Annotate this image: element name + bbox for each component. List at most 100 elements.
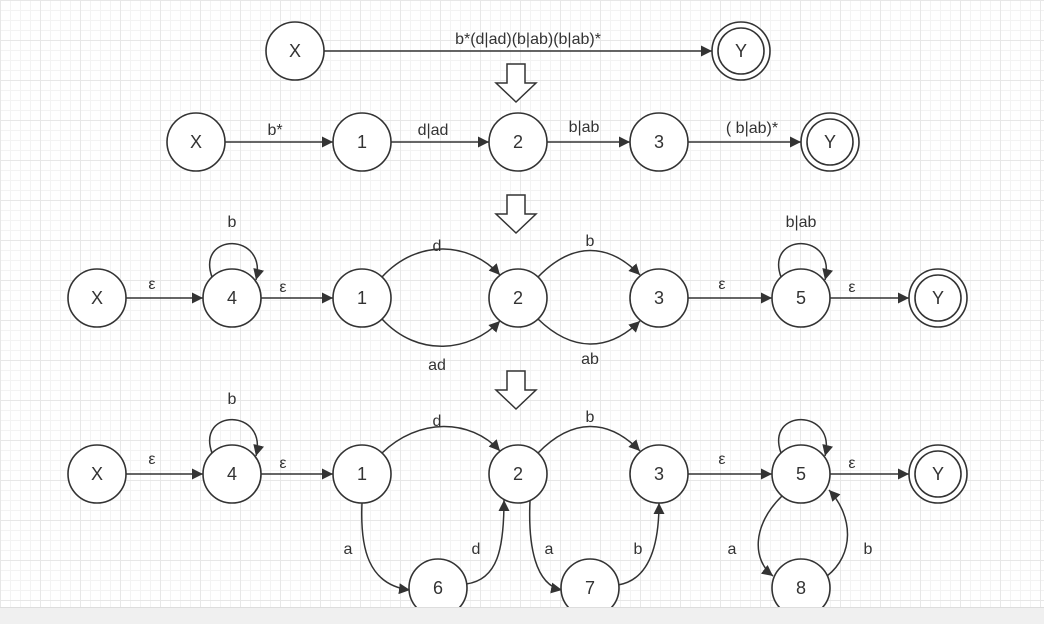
edge-label: ε (848, 279, 855, 296)
state-label: X (190, 132, 202, 152)
transition-edge (381, 425, 501, 454)
state-label: Y (735, 41, 747, 61)
edge-label: d (433, 413, 442, 430)
edge-label: ( b|ab)* (726, 120, 778, 137)
state-circle (166, 112, 226, 172)
edge-label: ε (148, 276, 155, 293)
state-circle (908, 268, 968, 328)
accepting-state-node: Y (908, 444, 968, 504)
state-node: 6 (408, 558, 468, 607)
edge-label: b (586, 409, 595, 426)
edge-label: d|ad (418, 122, 449, 139)
edge-label: ε (718, 451, 725, 468)
state-node: 5 (771, 444, 831, 504)
state-circle (202, 444, 262, 504)
state-node: 2 (488, 268, 548, 328)
state-label: Y (932, 288, 944, 308)
bottom-scrollbar[interactable] (0, 607, 1044, 624)
edge-label: ε (148, 451, 155, 468)
diagram-canvas: b*(d|ad)(b|ab)(b|ab)* b* d|ad b|ab ( b|ab)* ε… (67, 21, 968, 607)
state-label: 5 (796, 464, 806, 484)
edge-label: b|ab (786, 214, 817, 231)
state-circle (771, 268, 831, 328)
state-label: 7 (585, 578, 595, 598)
accepting-ring (914, 450, 962, 498)
state-node: 1 (332, 268, 392, 328)
state-node: X (166, 112, 226, 172)
state-circle (771, 444, 831, 504)
transition-edge (537, 425, 641, 454)
state-label: 3 (654, 288, 664, 308)
state-label: 2 (513, 464, 523, 484)
self-loop-edge (778, 418, 833, 457)
state-node: 2 (488, 444, 548, 504)
state-circle (332, 268, 392, 328)
edge-label: ε (279, 455, 286, 472)
state-label: 4 (227, 464, 237, 484)
edge-label: a (728, 541, 737, 558)
edge-label: b (228, 214, 237, 231)
state-circle (67, 444, 127, 504)
state-label: Y (824, 132, 836, 152)
state-label: 8 (796, 578, 806, 598)
state-node: 1 (332, 444, 392, 504)
state-circle (629, 112, 689, 172)
accepting-ring (806, 118, 854, 166)
edge-label: ε (848, 455, 855, 472)
edges-layer: b*(d|ad)(b|ab)(b|ab)* b* d|ad b|ab ( b|ab)* ε… (126, 31, 909, 595)
state-circle (332, 112, 392, 172)
state-circle (488, 112, 548, 172)
state-circle (488, 268, 548, 328)
state-circle (67, 268, 127, 328)
state-circle (488, 444, 548, 504)
state-circle (711, 21, 771, 81)
edge-label: ε (718, 276, 725, 293)
state-node: 3 (629, 268, 689, 328)
edge-label: ε (279, 279, 286, 296)
state-node: 5 (771, 268, 831, 328)
self-loop-edge (209, 242, 264, 281)
state-node: 4 (202, 268, 262, 328)
accepting-state-node: Y (800, 112, 860, 172)
state-label: 2 (513, 132, 523, 152)
transition-edge (757, 495, 783, 577)
transition-edge (537, 318, 641, 345)
accepting-ring (717, 27, 765, 75)
self-loop-edge (209, 418, 264, 457)
state-label: X (91, 464, 103, 484)
transition-edge (381, 318, 501, 347)
step-down-arrow-icon (494, 194, 538, 235)
edge-label: ab (581, 351, 599, 368)
edge-label: d (433, 238, 442, 255)
transition-edge (826, 489, 849, 577)
edge-label: b (864, 541, 873, 558)
state-label: 1 (357, 132, 367, 152)
state-circle (332, 444, 392, 504)
edge-label: b (586, 233, 595, 250)
state-node: 4 (202, 444, 262, 504)
state-circle (202, 268, 262, 328)
state-node: X (265, 21, 325, 81)
stage-4-nodes: X 4 1 2 3 5 Y 6 7 8 (67, 444, 968, 607)
state-node: 3 (629, 112, 689, 172)
state-label: 5 (796, 288, 806, 308)
state-circle (560, 558, 620, 607)
step-down-arrow-icon (494, 370, 538, 411)
stage-2-nodes: X 1 2 3 Y (166, 112, 860, 172)
self-loop-edge (778, 242, 833, 281)
edge-label: d (472, 541, 481, 558)
state-label: 3 (654, 464, 664, 484)
stage-1: b*(d|ad)(b|ab)(b|ab)* (324, 31, 712, 57)
edge-label: b* (267, 122, 282, 139)
edge-label: b*(d|ad)(b|ab)(b|ab)* (455, 31, 601, 48)
transition-edge (528, 500, 563, 594)
state-circle (265, 21, 325, 81)
state-node: 8 (771, 558, 831, 607)
state-label: Y (932, 464, 944, 484)
step-down-arrow-icon (494, 63, 538, 104)
accepting-state-node: Y (711, 21, 771, 81)
